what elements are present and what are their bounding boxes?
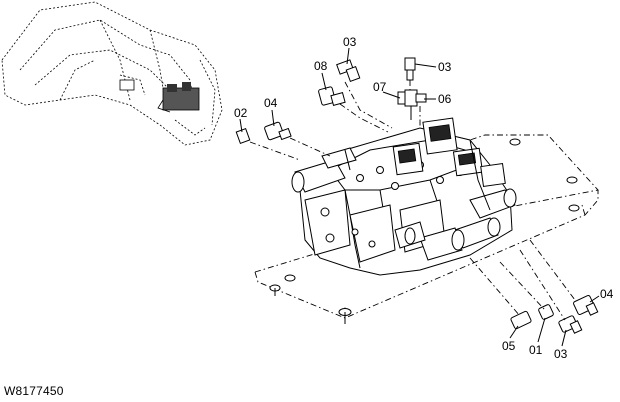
callouts: 03 08 03 07 06 02 04 04 05 01 03	[234, 35, 614, 361]
callout-01: 01	[529, 343, 543, 357]
callout-04-upper: 04	[264, 96, 278, 110]
leader-lines	[239, 47, 600, 347]
fitting-03-vertical	[404, 57, 416, 81]
fitting-02-plug	[235, 128, 301, 161]
control-valve-assembly	[291, 117, 517, 276]
callout-03-top: 03	[343, 35, 357, 49]
callout-03-right: 03	[438, 60, 452, 74]
callout-08: 08	[314, 59, 328, 73]
callout-03-lower: 03	[554, 347, 568, 361]
callout-04-lower: 04	[600, 287, 614, 301]
fitting-04-upper	[264, 121, 331, 157]
fitting-05-lower	[510, 310, 532, 330]
fitting-01-lower	[538, 304, 554, 320]
fitting-08-elbow	[318, 86, 346, 106]
fitting-03-lower	[558, 315, 583, 334]
callout-05: 05	[502, 339, 516, 353]
machine-overview-illustration	[1, 1, 223, 146]
callout-06: 06	[438, 92, 452, 106]
fitting-03-top-elbow	[336, 59, 361, 82]
figure-code: W8177450	[4, 384, 64, 398]
callout-02: 02	[234, 106, 248, 120]
callout-07: 07	[373, 80, 387, 94]
fitting-04-lower	[573, 295, 599, 316]
fittings	[235, 57, 599, 334]
fitting-06-07-tee	[397, 89, 427, 120]
